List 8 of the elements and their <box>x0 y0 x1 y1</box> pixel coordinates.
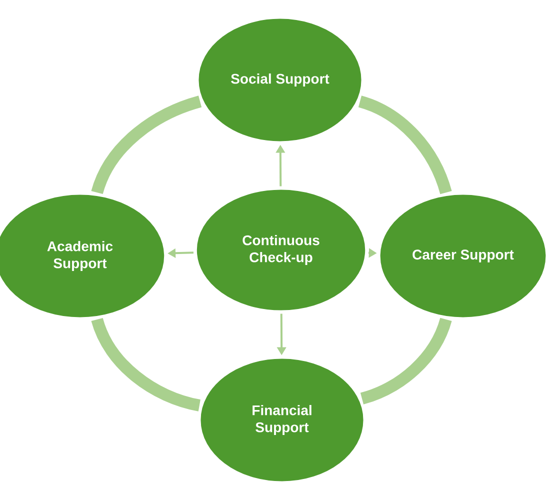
circle-node: Social Support <box>197 17 363 143</box>
ring-arc <box>91 96 202 194</box>
circle-node: Career Support <box>378 193 548 319</box>
ring-arc <box>91 318 201 412</box>
ring-arc <box>360 318 452 404</box>
circle-node: Continuous Check-up <box>195 188 367 312</box>
circle-node: Financial Support <box>199 357 365 483</box>
ring-arc <box>358 96 452 194</box>
